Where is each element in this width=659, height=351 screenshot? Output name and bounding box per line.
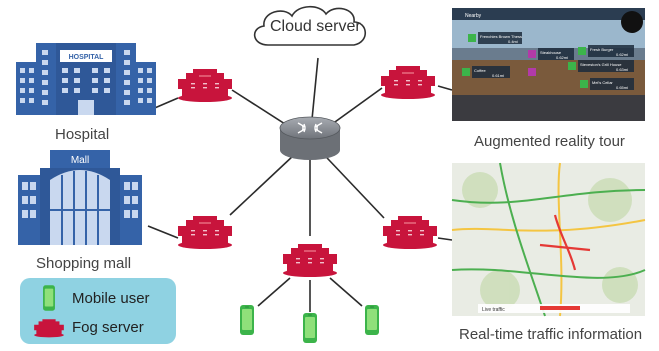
ar-poi-label: Fresh Burger: [590, 47, 614, 52]
mall-sign: Mall: [71, 155, 89, 166]
fog-server-icon: [383, 216, 437, 249]
legend-phone-icon: [43, 285, 55, 311]
hospital-label: Hospital: [55, 126, 110, 143]
ar-poi-distance: 0.61mi: [492, 73, 505, 78]
ar-header-text: Nearby: [465, 13, 482, 19]
ar-poi-distance: 0.62mi: [616, 52, 629, 57]
ar-tour-screenshot: [452, 8, 645, 121]
ar-poi-list: Frenchies Brown Thess 0.4mi Steakhouse 0…: [452, 8, 645, 121]
traffic-map-screenshot: [451, 162, 646, 317]
ar-poi-label: Frenchies Brown Thess: [480, 34, 522, 39]
ar-poi-label: Steakhouse: [540, 50, 562, 55]
ar-poi-label: Coffee: [474, 68, 486, 73]
mobile-user-icon: [240, 305, 254, 335]
ar-poi-distance: 0.63mi: [616, 67, 629, 72]
legend-icons: [34, 285, 64, 338]
ar-poi-label: Mel's Cellar: [592, 80, 613, 85]
hospital-building-icon: [16, 43, 156, 115]
legend-fog-server-icon: [34, 319, 64, 338]
cloud-icon: [253, 5, 367, 46]
hospital-sign: HOSPITAL: [69, 54, 105, 61]
ar-poi-distance: 0.4mi: [508, 39, 518, 44]
mobile-user-icon: [365, 305, 379, 335]
legend-mobile-user: Mobile user: [72, 290, 150, 307]
fog-server-icon: [381, 66, 435, 99]
legend: Mobile user Fog server: [20, 278, 176, 344]
mobile-user-icon: [303, 313, 317, 343]
cloud-server-label: Cloud server: [270, 18, 361, 35]
mall-building-icon: [18, 150, 142, 245]
fog-server-icon: [283, 244, 337, 277]
shopping-mall-label: Shopping mall: [36, 255, 132, 272]
ar-tour-label: Augmented reality tour: [474, 133, 625, 150]
ar-poi-distance: 0.62mi: [556, 55, 569, 60]
traffic-legend-text: Live traffic: [482, 307, 505, 313]
fog-server-icon: [178, 69, 232, 102]
router-icon: [279, 116, 341, 160]
legend-fog-server: Fog server: [72, 319, 144, 336]
fog-server-icon: [178, 216, 232, 249]
ar-poi-label: Steveston's Grill House: [580, 62, 622, 67]
traffic-info-label: Real-time traffic information: [459, 326, 643, 343]
ar-poi-distance: 0.65mi: [616, 85, 629, 90]
